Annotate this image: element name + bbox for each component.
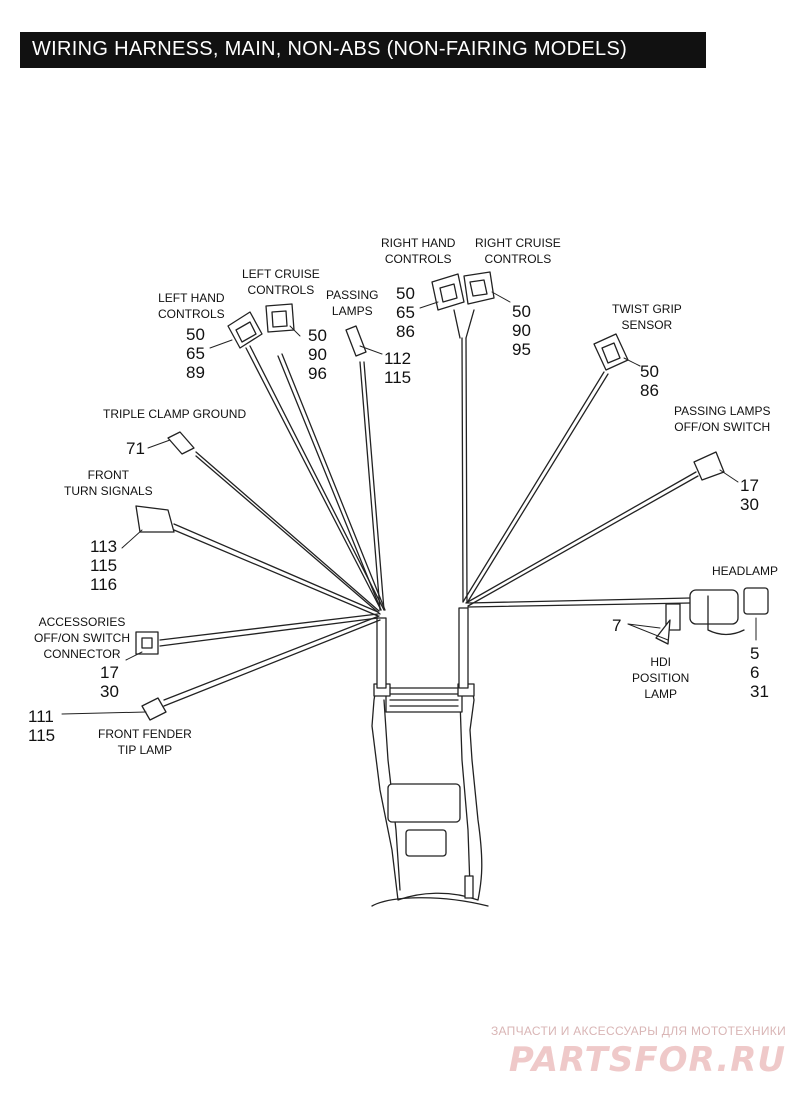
leader-lines	[61, 291, 757, 715]
refs-hdi-position-lamp: 7	[612, 616, 622, 635]
refs-right-hand-controls: 50 65 86	[396, 284, 415, 341]
watermark: ЗАПЧАСТИ И АКСЕССУАРЫ ДЛЯ МОТОТЕХНИКИ PA…	[491, 1024, 786, 1080]
connector-front-turn-signals	[135, 505, 175, 533]
refs-twist-grip-sensor: 50 86	[640, 362, 659, 400]
connector-left-hand	[227, 311, 263, 349]
refs-passing-lamps: 112 115	[384, 349, 412, 387]
branch-wires	[159, 309, 699, 707]
refs-left-cruise-controls: 50 90 96	[308, 326, 327, 383]
connector-headlamp	[655, 587, 769, 645]
refs-accessories-switch: 17 30	[100, 663, 119, 701]
page-title: WIRING HARNESS, MAIN, NON-ABS (NON-FAIRI…	[20, 32, 706, 68]
label-triple-clamp-ground: TRIPLE CLAMP GROUND	[103, 407, 247, 421]
refs-left-hand-controls: 50 65 89	[186, 325, 205, 382]
connector-twist-grip	[593, 333, 629, 371]
refs-triple-clamp-ground: 71	[126, 439, 145, 458]
refs-passing-lamps-switch: 17 30	[740, 476, 759, 514]
label-headlamp: HEADLAMP	[712, 564, 779, 578]
refs-headlamp: 5 6 31	[750, 644, 769, 701]
refs-front-turn-signals: 113 115 116	[90, 537, 118, 594]
connector-right-cruise	[463, 271, 495, 305]
connector-accessories-switch	[135, 631, 159, 655]
connector-front-fender-tip	[141, 697, 167, 721]
refs-front-fender-tip-lamp: 111 115	[28, 707, 56, 745]
refs-right-cruise-controls: 50 90 95	[512, 302, 531, 359]
connector-left-cruise	[265, 303, 295, 333]
connector-passing-lamps	[345, 325, 367, 357]
watermark-tagline: ЗАПЧАСТИ И АКСЕССУАРЫ ДЛЯ МОТОТЕХНИКИ	[490, 1024, 786, 1038]
connector-right-hand	[431, 273, 465, 311]
connector-passing-lamps-switch	[693, 451, 725, 481]
connector-triple-clamp-ground	[167, 431, 195, 455]
harness-trunk	[371, 607, 489, 907]
watermark-logo: PARTSFOR.RU	[508, 1040, 786, 1080]
